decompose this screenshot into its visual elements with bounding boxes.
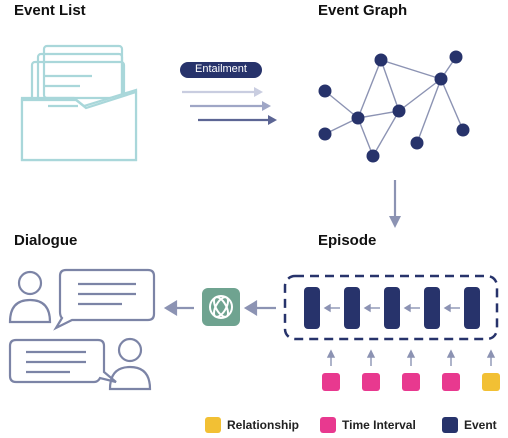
graph-node <box>392 104 406 118</box>
episode-events <box>304 287 480 329</box>
entailment-pill <box>180 62 262 78</box>
person-icon <box>108 365 152 391</box>
dialogue-illustration <box>8 268 156 391</box>
graph-node <box>410 136 424 150</box>
graph-node <box>434 72 448 86</box>
legend-time-interval-label: Time Interval <box>342 418 416 432</box>
graph-node <box>456 123 470 137</box>
person-icon <box>8 298 52 324</box>
episode-title: Episode <box>318 232 377 249</box>
event-list-title: Event List <box>14 2 86 19</box>
legend-relationship-label: Relationship <box>227 418 300 432</box>
speech-bubble-icon <box>8 338 117 384</box>
graph-node <box>318 127 332 141</box>
episode-inner-arrows <box>323 303 460 313</box>
left-arrows <box>163 300 276 316</box>
entailment-arrows <box>182 87 277 125</box>
episode-up-arrows <box>326 349 496 366</box>
graph-node <box>366 149 380 163</box>
graph-node <box>318 84 332 98</box>
graph-node <box>351 111 365 125</box>
legend-time-swatch <box>320 417 336 433</box>
dialogue-title: Dialogue <box>14 232 78 249</box>
down-arrow <box>389 180 401 228</box>
person-icon <box>17 270 43 296</box>
gpt-logo-icon <box>202 288 240 326</box>
legend-event-swatch <box>442 417 458 433</box>
graph-node <box>374 53 388 67</box>
event-graph <box>318 50 470 163</box>
event-graph-title: Event Graph <box>318 2 408 19</box>
entailment-label: Entailment <box>195 63 247 75</box>
speech-bubble-icon <box>53 268 156 331</box>
episode-box <box>283 274 499 341</box>
graph-node <box>449 50 463 64</box>
person-icon <box>117 337 143 363</box>
episode-inputs <box>322 373 500 391</box>
folder-icon <box>20 44 138 162</box>
legend-relationship-swatch <box>205 417 221 433</box>
legend <box>205 417 458 433</box>
legend-event-label: Event <box>464 418 497 432</box>
